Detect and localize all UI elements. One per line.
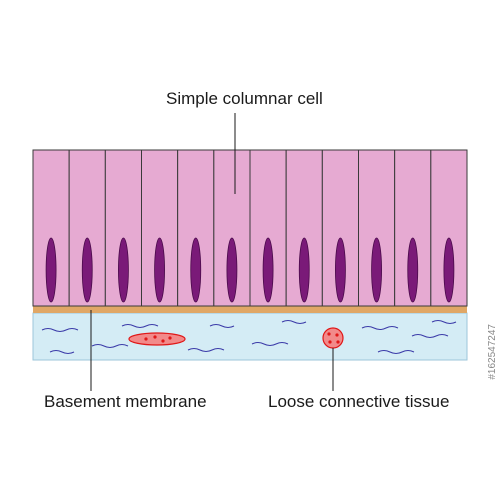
fiber [281, 320, 307, 324]
cell-nucleus [190, 237, 202, 303]
fibroblast-cell [128, 332, 186, 346]
fiber [187, 348, 225, 352]
cell-nucleus [371, 237, 382, 303]
cell-nucleus [118, 237, 129, 303]
label-loose-connective-tissue: Loose connective tissue [268, 392, 450, 411]
fiber [49, 350, 75, 354]
columnar-cells [32, 149, 468, 307]
fiber [377, 350, 415, 354]
stock-id-watermark: #162547247 [487, 324, 498, 380]
label-basement-membrane: Basement membrane [44, 392, 207, 411]
round-cell [322, 327, 344, 349]
cell-nucleus [407, 237, 419, 303]
cell-nucleus [298, 237, 310, 303]
fiber [361, 326, 399, 330]
label-simple-columnar-cell: Simple columnar cell [166, 89, 323, 108]
cell-nucleus [226, 237, 238, 303]
fiber [121, 324, 159, 328]
cell-nucleus [154, 237, 165, 303]
cell-nucleus [45, 237, 57, 303]
fiber [91, 344, 129, 348]
loose-connective-tissue [32, 312, 468, 361]
fiber [411, 334, 449, 338]
fiber [209, 324, 235, 328]
cell-nucleus [81, 237, 93, 303]
connective-fibers [41, 320, 457, 354]
cell-nucleus [335, 237, 346, 303]
fiber [251, 342, 289, 346]
cell-nucleus [443, 237, 455, 303]
basement-membrane [33, 306, 467, 313]
fiber [431, 320, 457, 324]
fiber [41, 328, 79, 332]
cell-nucleus [262, 237, 274, 303]
